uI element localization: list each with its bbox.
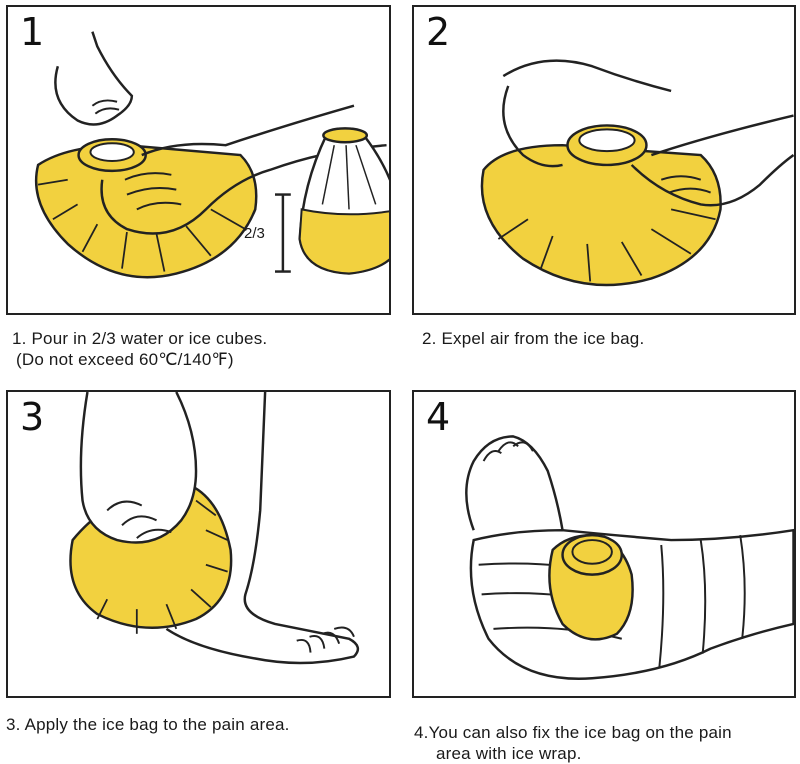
step-1-panel: 1 2/3 [6, 5, 391, 315]
step-1-caption: 1. Pour in 2/3 water or ice cubes. (Do n… [12, 328, 267, 370]
hand-icon [79, 392, 198, 544]
step-number: 3 [20, 395, 45, 439]
step-3-caption: 3. Apply the ice bag to the pain area. [6, 714, 290, 735]
caption-line: 4.You can also fix the ice bag on the pa… [414, 723, 732, 742]
step-4-panel: 4 [412, 390, 796, 698]
step-number: 4 [426, 395, 451, 439]
foot-icon [165, 392, 360, 665]
ice-wrap-illustration [465, 435, 794, 680]
caption-line: (Do not exceed 60℃/140℉) [16, 350, 234, 369]
apply-ice-bag-illustration [69, 392, 360, 665]
hand-icon [502, 85, 563, 168]
step-number: 1 [20, 10, 45, 54]
caption-line: 2. Expel air from the ice bag. [422, 329, 645, 348]
expel-air-illustration [480, 59, 794, 287]
caption-line: 3. Apply the ice bag to the pain area. [6, 715, 290, 734]
fill-level-label: 2/3 [244, 225, 265, 242]
caption-line: area with ice wrap. [436, 744, 582, 763]
step-4-caption: 4.You can also fix the ice bag on the pa… [414, 722, 732, 764]
foot-icon [465, 435, 564, 531]
step-number: 2 [426, 10, 451, 54]
pour-water-illustration [34, 31, 389, 279]
ice-bag-icon [480, 143, 722, 287]
step-2-panel: 2 [412, 5, 796, 315]
caption-line: 1. Pour in 2/3 water or ice cubes. [12, 329, 268, 348]
hand-icon [100, 143, 387, 235]
step-2-caption: 2. Expel air from the ice bag. [422, 328, 644, 349]
step-3-panel: 3 [6, 390, 391, 698]
ice-bag-icon [34, 143, 258, 279]
